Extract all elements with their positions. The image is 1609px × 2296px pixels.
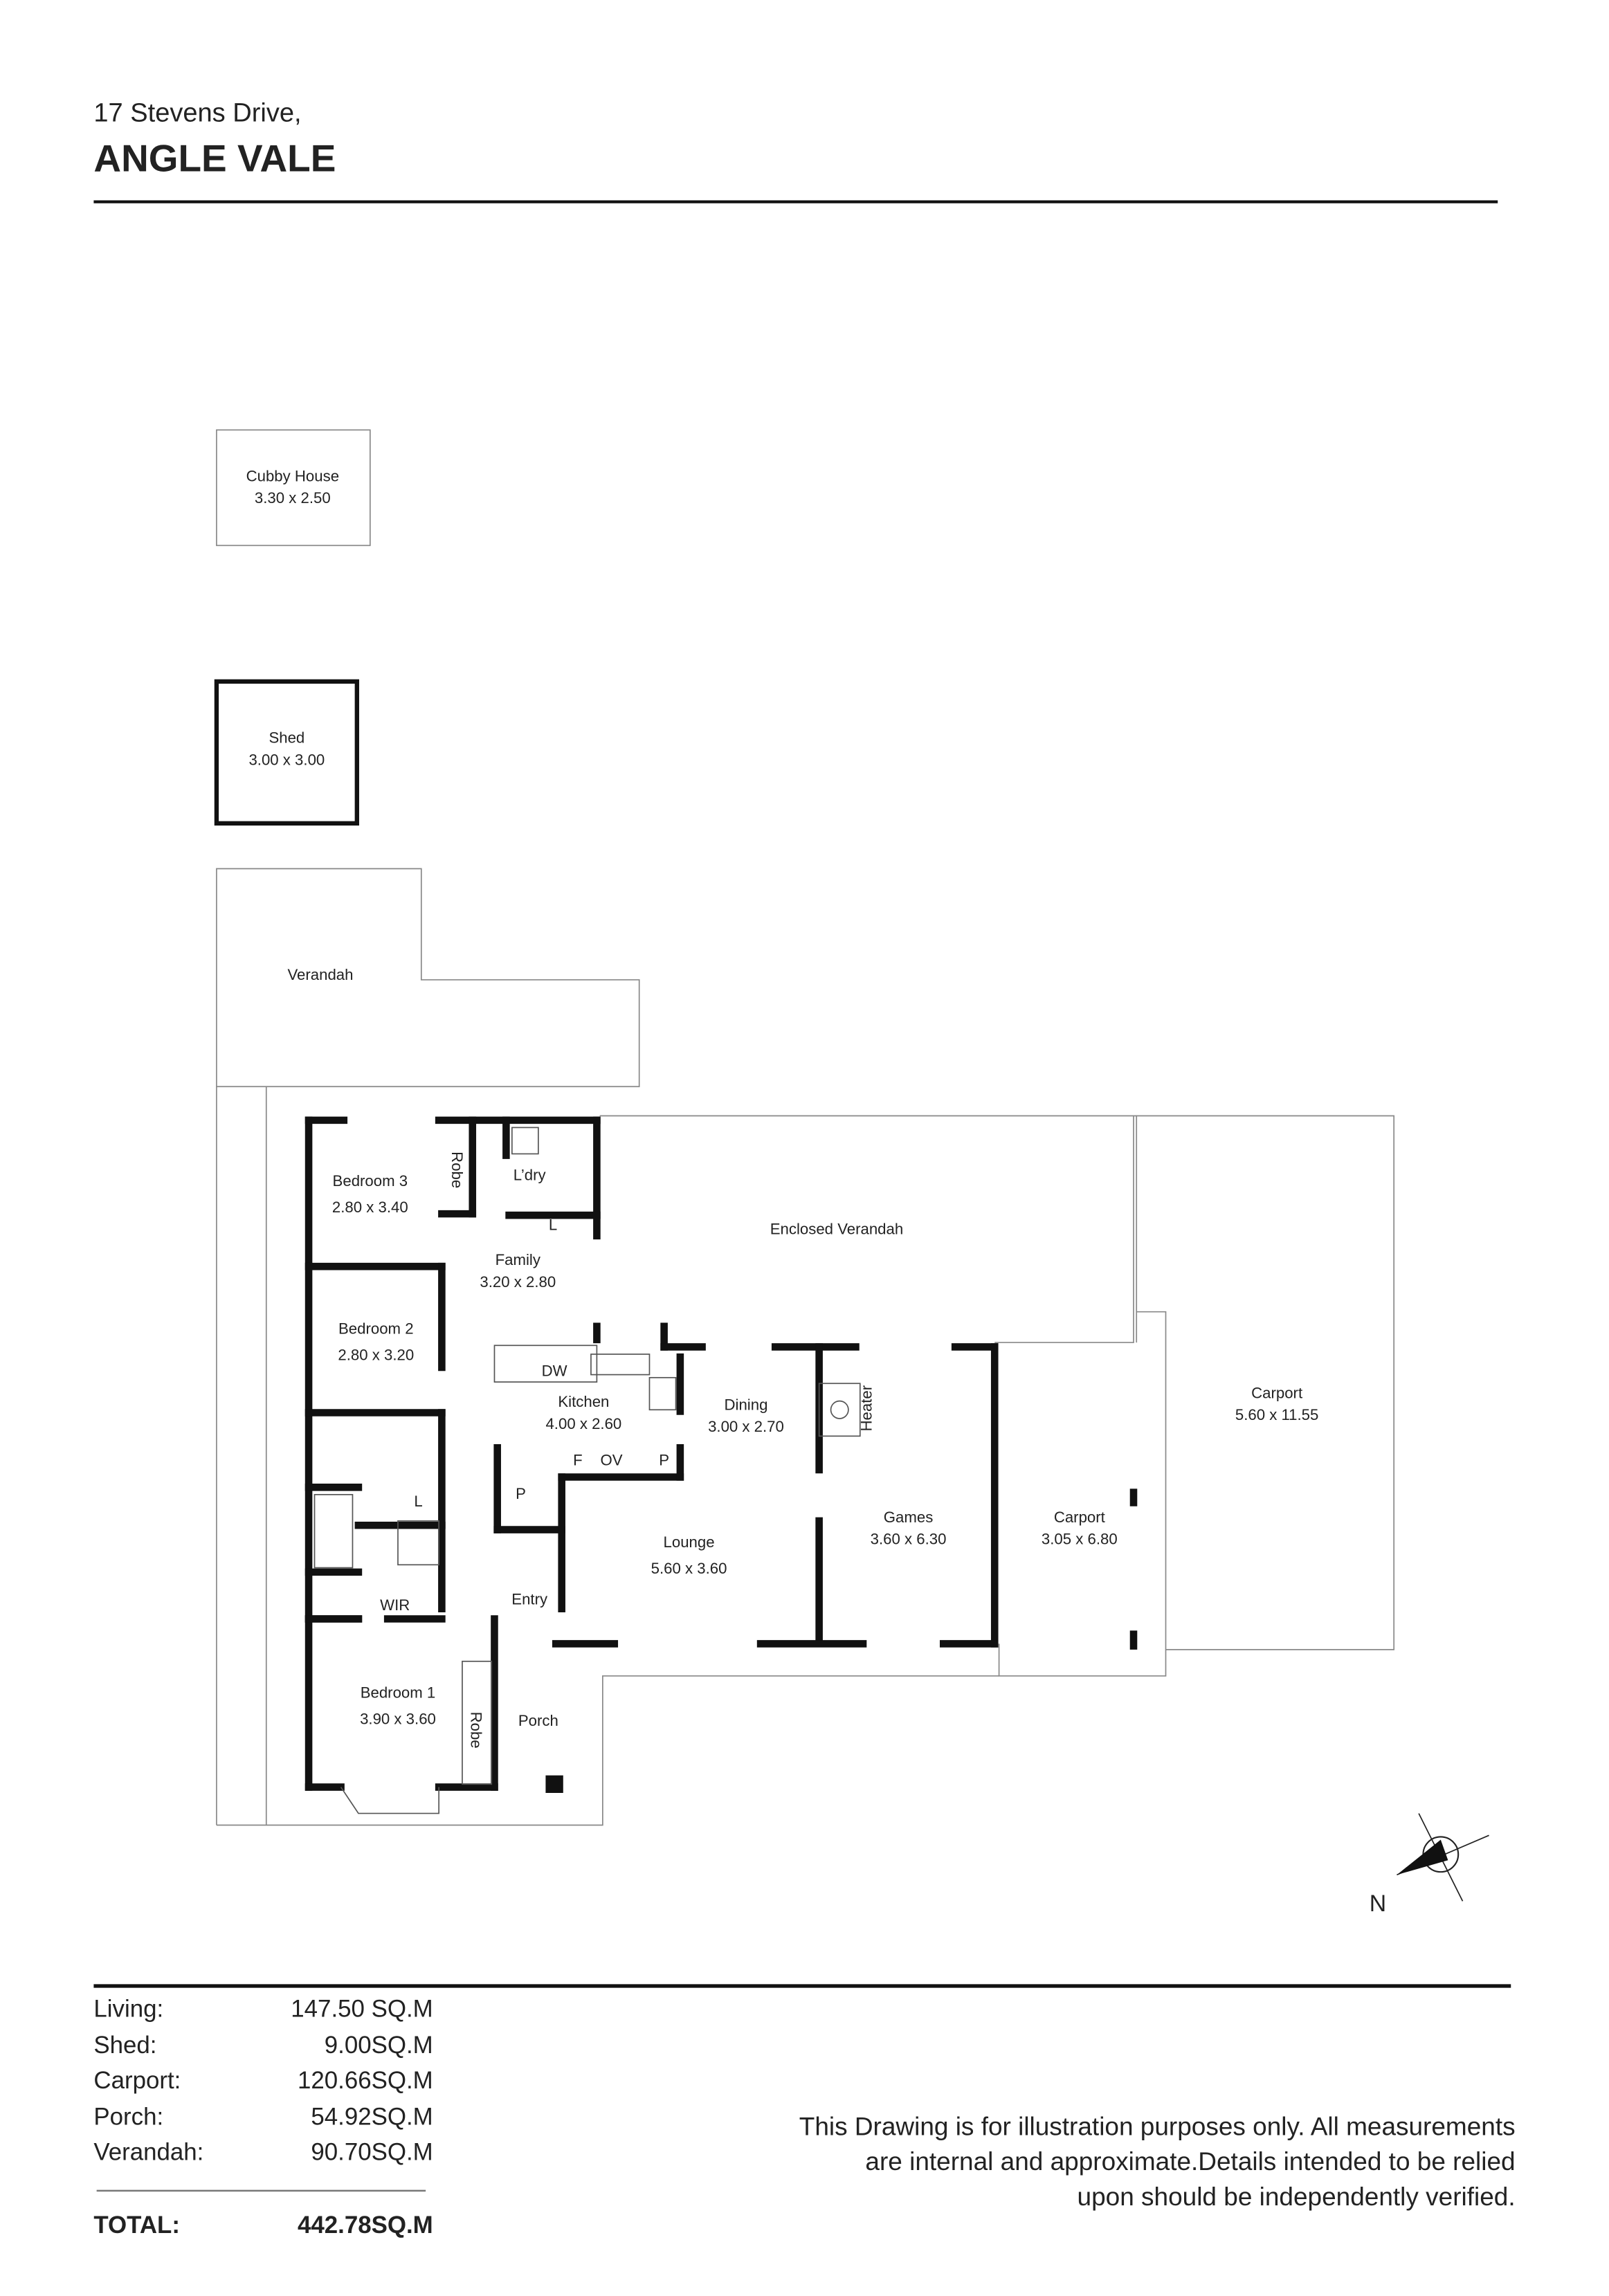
bedroom1-dims: 3.90 x 3.60	[360, 1711, 436, 1728]
entry-label: Entry	[511, 1590, 548, 1607]
carport-small-dims: 3.05 x 6.80	[1042, 1531, 1118, 1548]
carport-large-name: Carport	[1251, 1384, 1302, 1401]
bedroom2-name: Bedroom 2	[338, 1320, 414, 1337]
pantry2-label: P	[659, 1452, 669, 1469]
cubby-house-outline	[216, 429, 371, 547]
kitchen-name: Kitchen	[558, 1393, 609, 1410]
fridge-label: F	[573, 1452, 583, 1469]
shed-outline	[214, 679, 359, 826]
area-value: 90.70SQ.M	[311, 2138, 433, 2165]
games-name: Games	[884, 1509, 934, 1526]
north-compass-icon	[1397, 1813, 1489, 1902]
house-walls	[304, 1116, 999, 1791]
area-label: Living:	[93, 1995, 163, 2022]
area-label: Porch:	[93, 2104, 163, 2131]
cubby-dims: 3.30 x 2.50	[255, 489, 331, 507]
verandah-name: Verandah	[287, 966, 353, 983]
linen1-label: L	[549, 1216, 557, 1233]
total-label: TOTAL:	[93, 2212, 180, 2239]
family-name: Family	[496, 1251, 541, 1268]
disclaimer-line: are internal and approximate.Details int…	[865, 2147, 1515, 2176]
shed-dims: 3.00 x 3.00	[248, 751, 325, 768]
porch-label: Porch	[518, 1712, 558, 1729]
area-label: Verandah:	[93, 2138, 203, 2165]
total-value: 442.78SQ.M	[298, 2212, 433, 2239]
kitchen-dims: 4.00 x 2.60	[545, 1415, 621, 1432]
dining-dims: 3.00 x 2.70	[708, 1418, 784, 1435]
compass-north-label: N	[1370, 1890, 1386, 1917]
area-value: 120.66SQ.M	[298, 2067, 433, 2094]
dw-label: DW	[542, 1363, 567, 1380]
cubby-name: Cubby House	[246, 467, 339, 484]
games-dims: 3.60 x 6.30	[871, 1531, 947, 1548]
site-outlines	[216, 1086, 1395, 1826]
lounge-name: Lounge	[664, 1533, 715, 1551]
area-value: 54.92SQ.M	[311, 2104, 433, 2131]
suburb-title: ANGLE VALE	[93, 136, 336, 179]
wir-label: WIR	[380, 1596, 410, 1614]
robe3-label: Robe	[448, 1151, 466, 1188]
verandah-outline	[216, 868, 640, 1088]
fixtures	[313, 1127, 861, 1814]
disclaimer-line: This Drawing is for illustration purpose…	[799, 2113, 1516, 2141]
area-value: 9.00SQ.M	[325, 2032, 433, 2059]
bedroom1-name: Bedroom 1	[361, 1684, 436, 1702]
pantry-label: P	[516, 1485, 526, 1502]
porch-post	[545, 1775, 563, 1793]
carport-small-name: Carport	[1054, 1509, 1105, 1526]
bedroom2-dims: 2.80 x 3.20	[338, 1346, 414, 1363]
heater-label: Heater	[858, 1385, 875, 1431]
lounge-dims: 5.60 x 3.60	[651, 1560, 727, 1577]
dining-name: Dining	[725, 1396, 768, 1413]
bedroom3-dims: 2.80 x 3.40	[332, 1199, 408, 1216]
area-label: Shed:	[93, 2032, 156, 2059]
shed-name: Shed	[269, 729, 304, 747]
robe1-label: Robe	[468, 1712, 485, 1749]
laundry-name: L’dry	[513, 1166, 547, 1183]
area-table: Living: 147.50 SQ.M Shed: 9.00SQ.M Carpo…	[93, 1995, 433, 2165]
street-address: 17 Stevens Drive,	[93, 98, 301, 127]
family-dims: 3.20 x 2.80	[480, 1273, 556, 1291]
linen2-label: L	[414, 1493, 422, 1510]
area-label: Carport:	[93, 2067, 181, 2094]
carport-large-dims: 5.60 x 11.55	[1235, 1406, 1318, 1423]
disclaimer-line: upon should be independently verified.	[1078, 2183, 1516, 2211]
area-value: 147.50 SQ.M	[291, 1995, 433, 2022]
enclosed-verandah-name: Enclosed Verandah	[770, 1221, 903, 1238]
oven-label: OV	[601, 1452, 623, 1469]
bedroom3-name: Bedroom 3	[333, 1172, 408, 1190]
